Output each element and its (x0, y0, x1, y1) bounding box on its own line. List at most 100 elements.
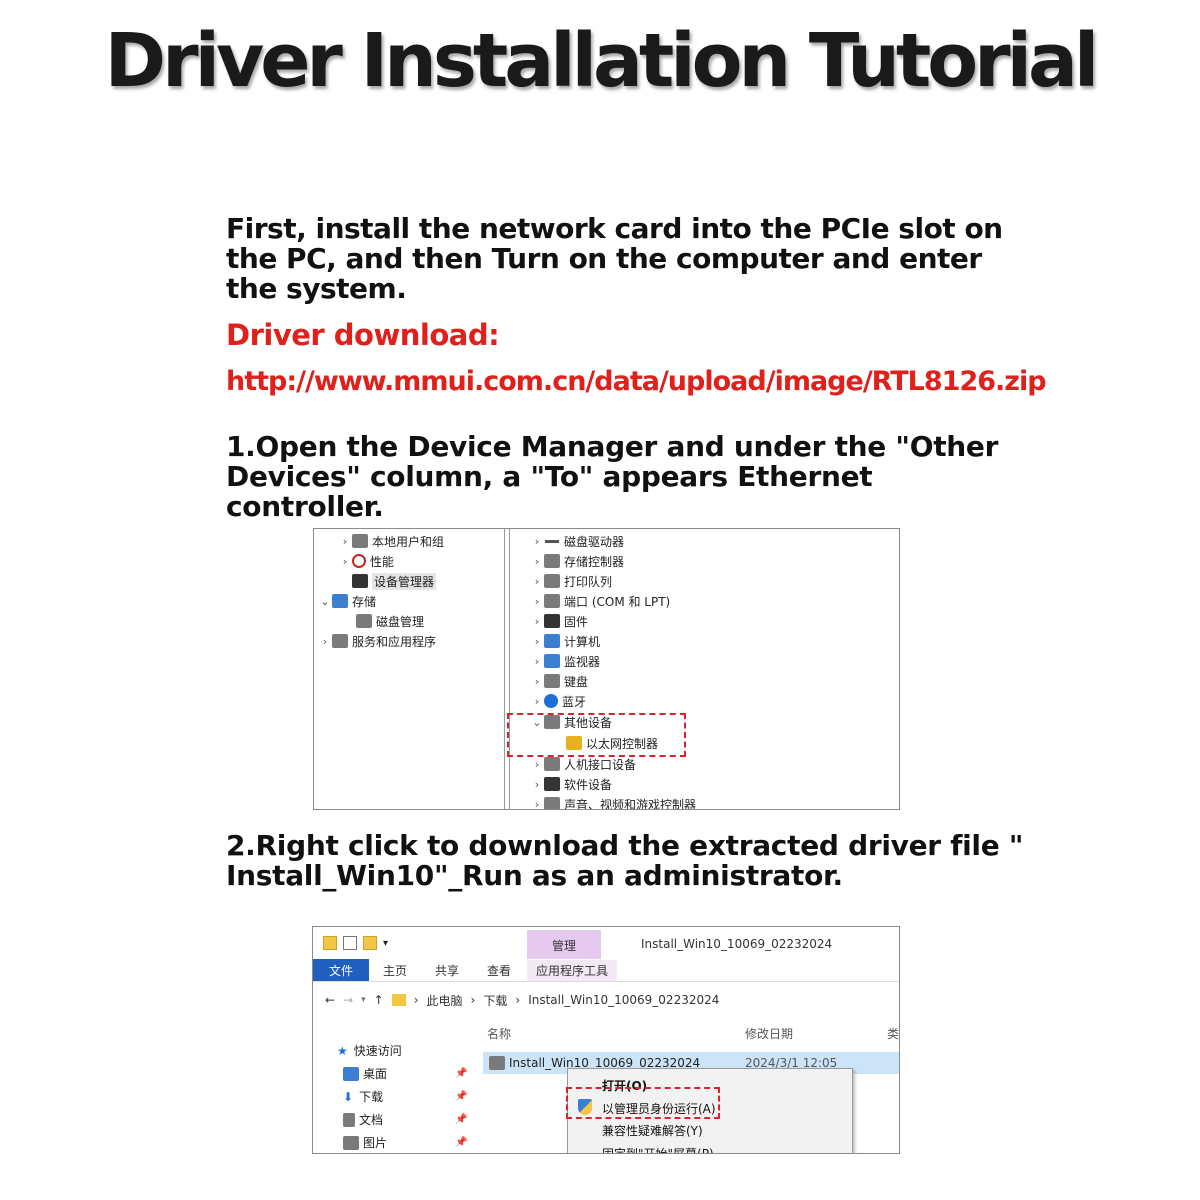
device-item-monitors[interactable]: ›监视器 (530, 651, 600, 671)
services-icon (332, 634, 348, 648)
device-manager-icon (352, 574, 368, 588)
device-item-other-devices[interactable]: ⌄其他设备 (530, 712, 612, 732)
tree-item-performance[interactable]: › 性能 (338, 551, 394, 571)
installer-icon (489, 1056, 505, 1070)
document-icon (343, 1112, 355, 1127)
column-header-name[interactable]: 名称 (487, 1027, 512, 1041)
properties-icon[interactable] (343, 936, 357, 950)
chevron-right-icon: › (534, 614, 540, 628)
hid-icon (544, 757, 560, 771)
menu-item-open[interactable]: 打开(O) (602, 1079, 648, 1093)
chevron-right-icon: › (342, 554, 348, 568)
sound-icon (544, 797, 560, 809)
device-item-ethernet-controller[interactable]: 以太网控制器 (566, 733, 658, 753)
star-icon: ★ (337, 1043, 348, 1058)
chevron-right-icon: › (534, 674, 540, 688)
warning-icon (566, 736, 582, 750)
address-bar: ← → ▾ ↑ › 此电脑 › 下载 › Install_Win10_10069… (313, 987, 899, 1013)
picture-icon (343, 1135, 359, 1150)
storage-icon (332, 594, 348, 608)
chevron-right-icon: › (534, 777, 540, 791)
recent-dropdown-icon[interactable]: ▾ (361, 995, 366, 1005)
title-bar: ▾ 管理 Install_Win10_10069_02232024 (313, 927, 899, 960)
device-item-firmware[interactable]: ›固件 (530, 611, 588, 631)
manage-tab[interactable]: 管理 (527, 930, 601, 960)
highlight-box-run-as-admin (566, 1087, 720, 1119)
disk-drive-icon (544, 534, 560, 548)
window-title: Install_Win10_10069_02232024 (641, 937, 833, 951)
highlight-box-other-devices (507, 713, 686, 757)
folder-icon[interactable] (323, 936, 337, 950)
tree-item-disk-management[interactable]: 磁盘管理 (356, 611, 424, 631)
breadcrumb-this-pc[interactable]: 此电脑 (426, 993, 463, 1008)
menu-item-troubleshoot-compatibility[interactable]: 兼容性疑难解答(Y) (602, 1124, 703, 1138)
nav-quick-access[interactable]: ★快速访问 (337, 1043, 402, 1059)
tree-item-storage[interactable]: ⌄ 存储 (318, 591, 376, 611)
chevron-down-icon: ⌄ (532, 715, 542, 729)
device-item-hid[interactable]: ›人机接口设备 (530, 754, 636, 774)
tab-view[interactable]: 查看 (487, 963, 512, 978)
device-item-bluetooth[interactable]: ›蓝牙 (530, 691, 586, 711)
unknown-device-icon (544, 715, 560, 729)
shield-icon (578, 1099, 592, 1115)
device-manager-screenshot: › 本地用户和组 › 性能 设备管理器 ⌄ 存储 磁盘管理 › 服务和应用程序 (313, 528, 900, 810)
software-device-icon (544, 777, 560, 791)
device-item-print-queues[interactable]: ›打印队列 (530, 571, 612, 591)
computer-icon (544, 634, 560, 648)
chevron-right-icon: › (534, 594, 540, 608)
computer-management-tree: › 本地用户和组 › 性能 设备管理器 ⌄ 存储 磁盘管理 › 服务和应用程序 (314, 529, 504, 809)
device-item-computer[interactable]: ›计算机 (530, 631, 600, 651)
device-item-storage-controllers[interactable]: ›存储控制器 (530, 551, 624, 571)
forward-icon[interactable]: → (343, 993, 354, 1007)
keyboard-icon (544, 674, 560, 688)
device-item-keyboards[interactable]: ›键盘 (530, 671, 588, 691)
new-folder-icon[interactable] (363, 936, 377, 950)
menu-item-pin-to-start[interactable]: 固定到"开始"屏幕(P) (602, 1147, 714, 1154)
up-icon[interactable]: ↑ (373, 993, 384, 1007)
performance-icon (352, 554, 366, 568)
chevron-right-icon: › (534, 654, 540, 668)
tab-file[interactable]: 文件 (313, 959, 369, 981)
chevron-right-icon: › (534, 554, 540, 568)
step-2-text: 2.Right click to download the extracted … (226, 829, 1024, 892)
step-1-text: 1.Open the Device Manager and under the … (226, 430, 999, 523)
tab-app-tools[interactable]: 应用程序工具 (527, 960, 617, 981)
customize-dropdown-icon[interactable]: ▾ (383, 937, 389, 949)
device-item-disk-drives[interactable]: ›磁盘驱动器 (530, 531, 624, 551)
breadcrumb-separator: › (515, 993, 521, 1007)
back-icon[interactable]: ← (325, 993, 336, 1007)
context-menu: 打开(O) 以管理员身份运行(A) 兼容性疑难解答(Y) 固定到"开始"屏幕(P… (567, 1068, 853, 1154)
breadcrumb-folder[interactable]: Install_Win10_10069_02232024 (528, 993, 720, 1007)
driver-download-link[interactable]: http://www.mmui.com.cn/data/upload/image… (226, 366, 1047, 397)
chevron-right-icon: › (534, 797, 540, 810)
pane-splitter[interactable] (504, 529, 510, 809)
device-item-ports[interactable]: ›端口 (COM 和 LPT) (530, 591, 670, 611)
nav-desktop[interactable]: 桌面📌 (337, 1062, 477, 1085)
chevron-right-icon: › (322, 634, 328, 648)
tree-item-device-manager[interactable]: 设备管理器 (352, 571, 437, 591)
chevron-down-icon: ⌄ (320, 594, 330, 608)
chevron-right-icon: › (534, 634, 540, 648)
breadcrumb-downloads[interactable]: 下载 (483, 993, 508, 1008)
firmware-icon (544, 614, 560, 628)
tab-share[interactable]: 共享 (435, 963, 460, 978)
printer-icon (544, 574, 560, 588)
download-icon: ⬇ (343, 1089, 354, 1104)
nav-documents[interactable]: 文档📌 (337, 1108, 477, 1131)
tab-home[interactable]: 主页 (383, 963, 408, 978)
column-header-type[interactable]: 类 (887, 1027, 900, 1041)
tree-item-local-users[interactable]: › 本地用户和组 (338, 531, 444, 551)
tree-item-services[interactable]: › 服务和应用程序 (318, 631, 436, 651)
nav-pictures[interactable]: 图片📌 (337, 1131, 477, 1153)
intro-text: First, install the network card into the… (226, 212, 1003, 305)
menu-item-run-as-admin[interactable]: 以管理员身份运行(A) (602, 1102, 716, 1116)
driver-download-label: Driver download: (226, 318, 500, 352)
device-item-sound[interactable]: ›声音、视频和游戏控制器 (530, 794, 696, 810)
pin-icon: 📌 (455, 1091, 468, 1102)
pin-icon: 📌 (455, 1114, 468, 1125)
storage-controller-icon (544, 554, 560, 568)
navigation-pane: ★快速访问 桌面📌 ⬇下载📌 文档📌 图片📌 (337, 1039, 477, 1153)
column-header-date[interactable]: 修改日期 (745, 1027, 794, 1041)
nav-downloads[interactable]: ⬇下载📌 (343, 1089, 468, 1105)
device-item-software-devices[interactable]: ›软件设备 (530, 774, 612, 794)
